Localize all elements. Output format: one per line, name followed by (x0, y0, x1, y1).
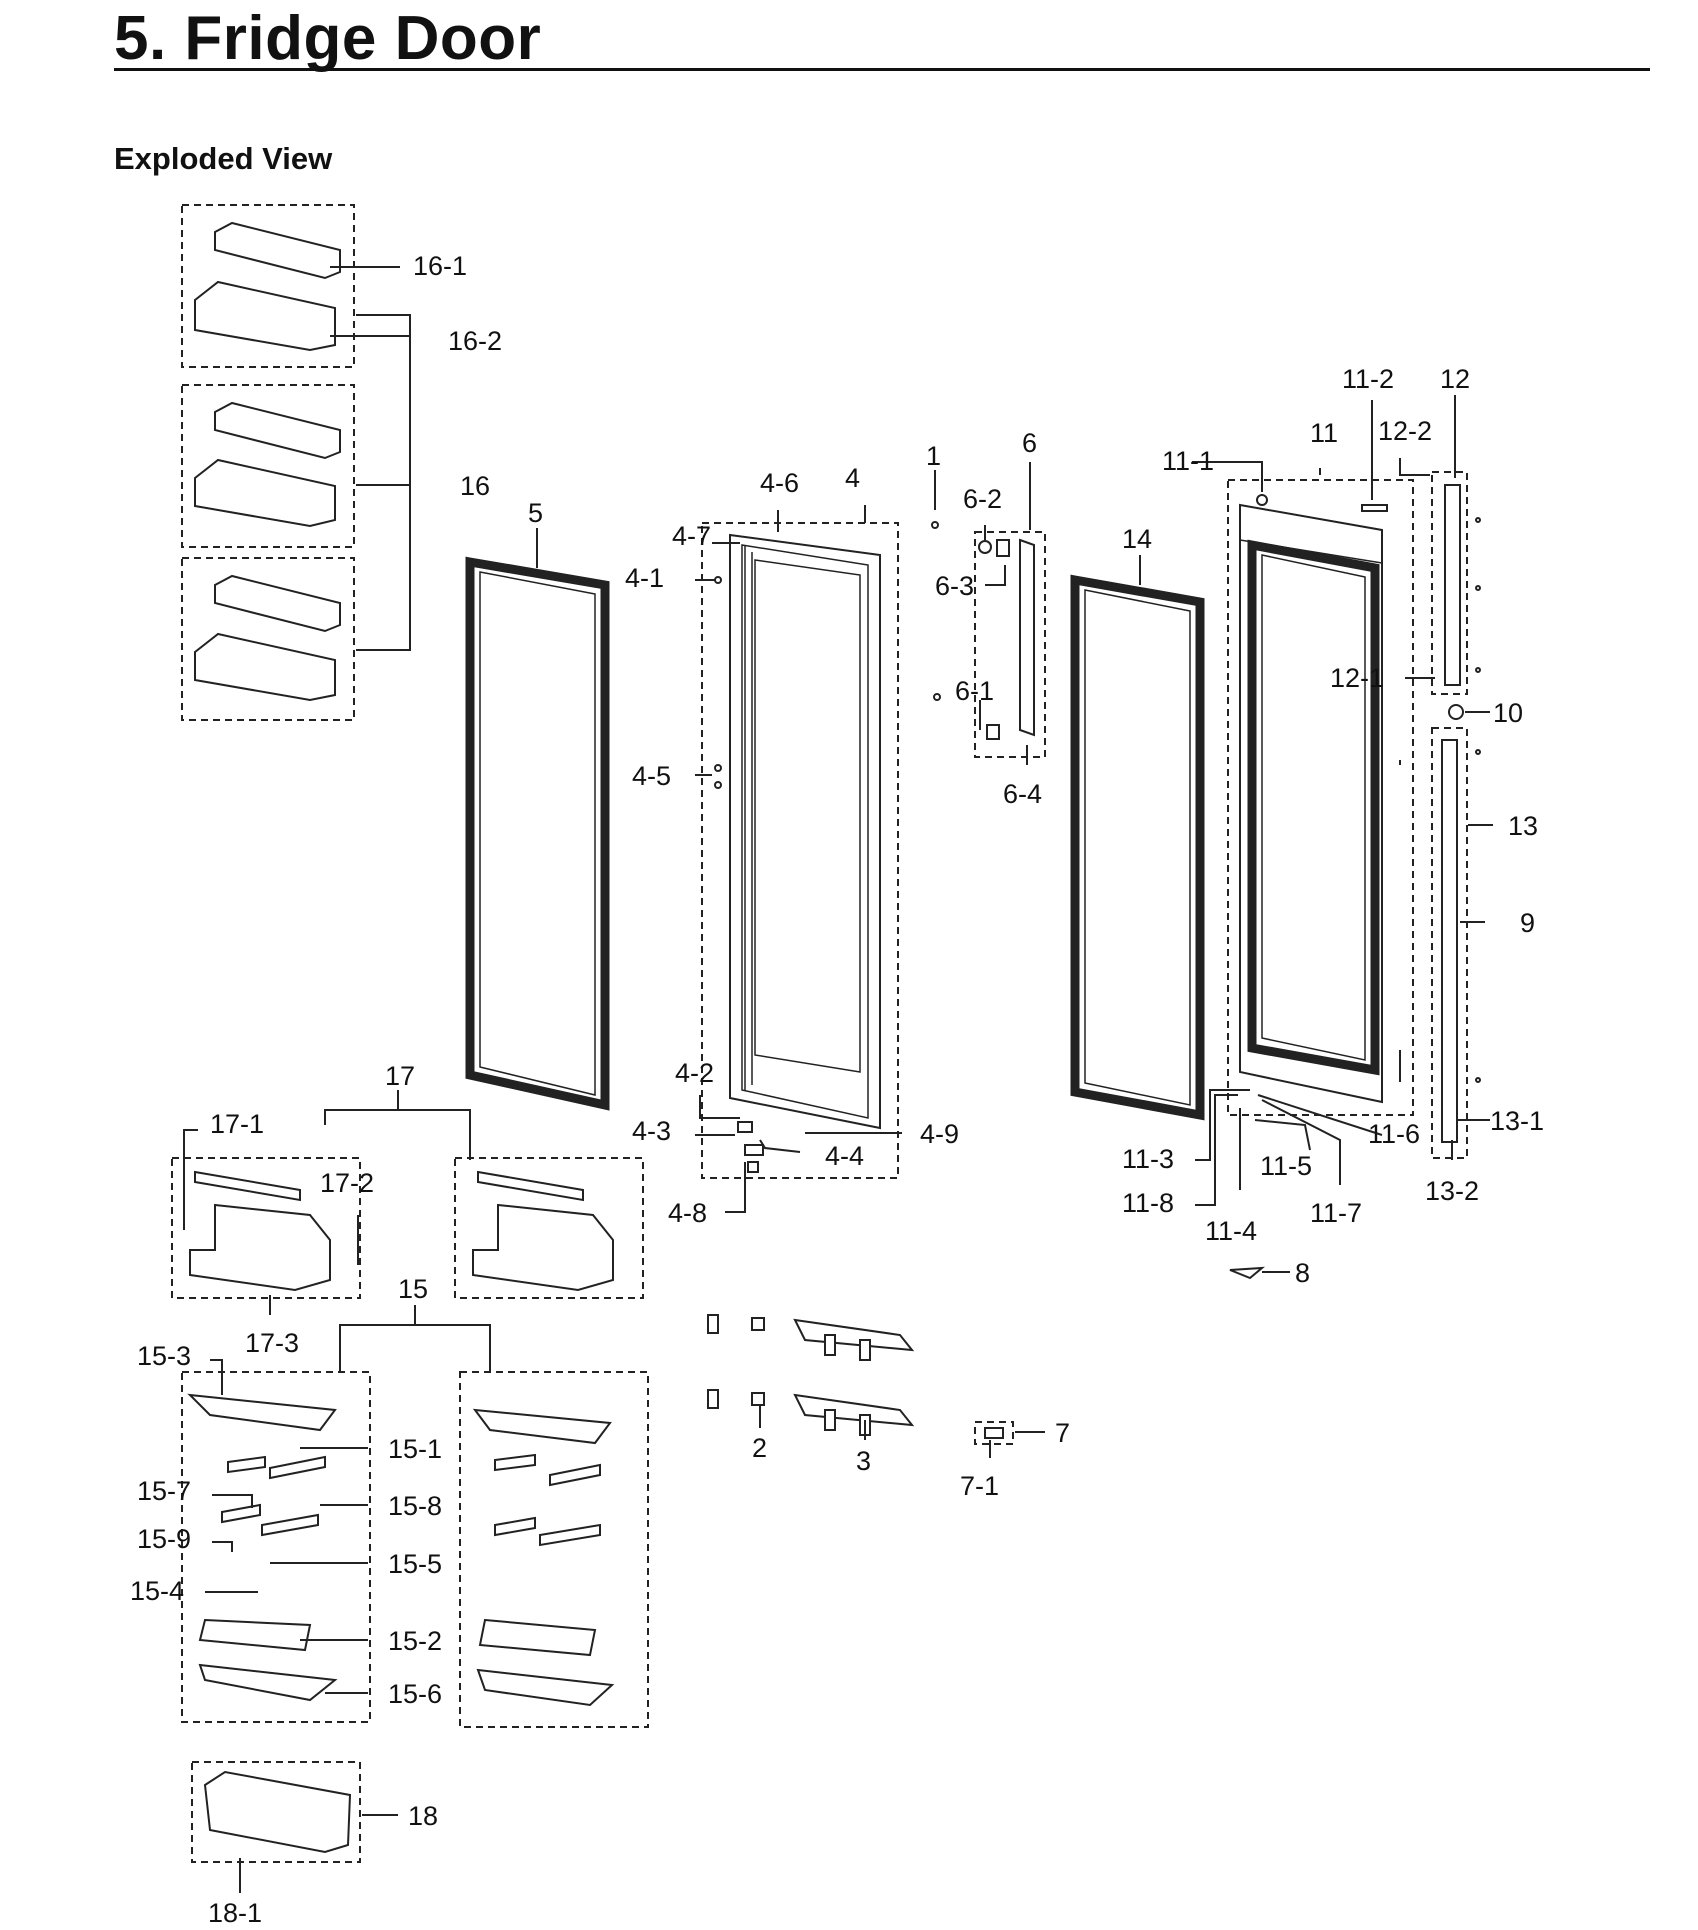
callout-13: 13 (1508, 811, 1538, 841)
callout-6: 6 (1022, 428, 1037, 458)
callout-11-1: 11-1 (1162, 446, 1214, 476)
section-subtitle: Exploded View (114, 141, 333, 176)
callout-4-2: 4-2 (675, 1058, 714, 1088)
callout-15-7: 15-7 (137, 1476, 191, 1506)
callout-11-4: 11-4 (1205, 1216, 1257, 1246)
callout-4: 4 (845, 463, 860, 493)
callout-15-1: 15-1 (388, 1434, 442, 1464)
callout-9: 9 (1520, 908, 1535, 938)
door-gasket-14: 14 (1070, 524, 1205, 1121)
brackets-2-3: 2 3 (707, 1314, 915, 1476)
callout-6-3: 6-3 (935, 571, 974, 601)
callout-1: 1 (926, 441, 941, 471)
callout-15-9: 15-9 (137, 1524, 191, 1554)
callout-2: 2 (752, 1433, 767, 1463)
callout-12-2: 12-2 (1378, 416, 1432, 446)
callout-18: 18 (408, 1801, 438, 1831)
callout-15-6: 15-6 (388, 1679, 442, 1709)
callout-11-5: 11-5 (1260, 1151, 1312, 1181)
title-rule (114, 68, 1650, 71)
callout-4-6: 4-6 (760, 468, 799, 498)
callout-13-1: 13-1 (1490, 1106, 1544, 1136)
callout-4-5: 4-5 (632, 761, 671, 791)
page-title: 5. Fridge Door (114, 4, 542, 73)
callout-3: 3 (856, 1446, 871, 1476)
callout-10: 10 (1493, 698, 1523, 728)
shelf-assembly-15-left (187, 1393, 338, 1702)
door-guard-17-left (189, 1170, 331, 1292)
callout-8: 8 (1295, 1258, 1310, 1288)
callout-11: 11 (1310, 418, 1338, 448)
callout-16-2: 16-2 (448, 326, 502, 356)
door-bin-18: 18 18-1 (191, 1761, 438, 1928)
callout-16-1: 16-1 (413, 251, 467, 281)
door-assembly-11: 11 11-2 11-1 11-3 11-8 11-4 11-5 11-6 11… (1122, 364, 1420, 1246)
callout-15-2: 15-2 (388, 1626, 442, 1656)
callout-6-4: 6-4 (1003, 779, 1042, 809)
callout-15-4: 15-4 (130, 1576, 184, 1606)
door-bin-16-bottom (194, 574, 341, 702)
door-guard-17-right (472, 1170, 614, 1292)
callout-7: 7 (1055, 1418, 1070, 1448)
callout-11-8: 11-8 (1122, 1188, 1174, 1218)
callout-4-7: 4-7 (672, 521, 711, 551)
shelf-assembly-15-right (472, 1408, 615, 1707)
callout-5: 5 (528, 498, 543, 528)
part-7: 7 7-1 (960, 1418, 1070, 1501)
shelf-assembly-group-15: 15 15-3 15-1 15-7 15-8 15-9 15-5 15-4 15… (130, 1274, 649, 1728)
callout-15-8: 15-8 (388, 1491, 442, 1521)
callout-18-1: 18-1 (208, 1898, 262, 1928)
handle-assembly-12-13: 12 12-2 12-1 10 13 9 13-1 13-2 (1330, 364, 1544, 1206)
callout-12: 12 (1440, 364, 1470, 394)
door-guard-group-17: 17 17-1 17-2 17-3 (171, 1061, 644, 1358)
hinge-bracket-6: 6 6-2 6-3 6-1 6-4 (933, 428, 1046, 809)
callout-11-3: 11-3 (1122, 1144, 1174, 1174)
callout-7-1: 7-1 (960, 1471, 999, 1501)
callout-11-2: 11-2 (1342, 364, 1394, 394)
callout-15-5: 15-5 (388, 1549, 442, 1579)
callout-17: 17 (385, 1061, 415, 1091)
door-gasket-5: 5 (465, 498, 610, 1111)
callout-15: 15 (398, 1274, 428, 1304)
callout-6-1: 6-1 (955, 676, 994, 706)
door-bin-16-middle (194, 401, 341, 528)
callout-4-1: 4-1 (625, 563, 664, 593)
callout-17-2: 17-2 (320, 1168, 374, 1198)
callout-12-1: 12-1 (1330, 663, 1384, 693)
door-bin-16-top (194, 221, 341, 352)
part-1-screw: 1 (926, 441, 941, 529)
door-bin-group-16: 16-1 16-2 16 (181, 204, 502, 721)
callout-17-3: 17-3 (245, 1328, 299, 1358)
callout-4-8: 4-8 (668, 1198, 707, 1228)
callout-11-6: 11-6 (1368, 1119, 1420, 1149)
callout-6-2: 6-2 (963, 484, 1002, 514)
callout-17-1: 17-1 (210, 1109, 264, 1139)
callout-16: 16 (460, 471, 490, 501)
callout-4-9: 4-9 (920, 1119, 959, 1149)
callout-14: 14 (1122, 524, 1152, 554)
callout-15-3: 15-3 (137, 1341, 191, 1371)
callout-11-7: 11-7 (1310, 1198, 1362, 1228)
callout-4-3: 4-3 (632, 1116, 671, 1146)
part-8: 8 (1229, 1258, 1310, 1288)
callout-4-4: 4-4 (825, 1141, 864, 1171)
callout-13-2: 13-2 (1425, 1176, 1479, 1206)
door-liner-assembly-4: 4 4-6 4-7 4-1 4-5 4-2 4-3 4-4 4-9 4-8 (625, 463, 959, 1228)
